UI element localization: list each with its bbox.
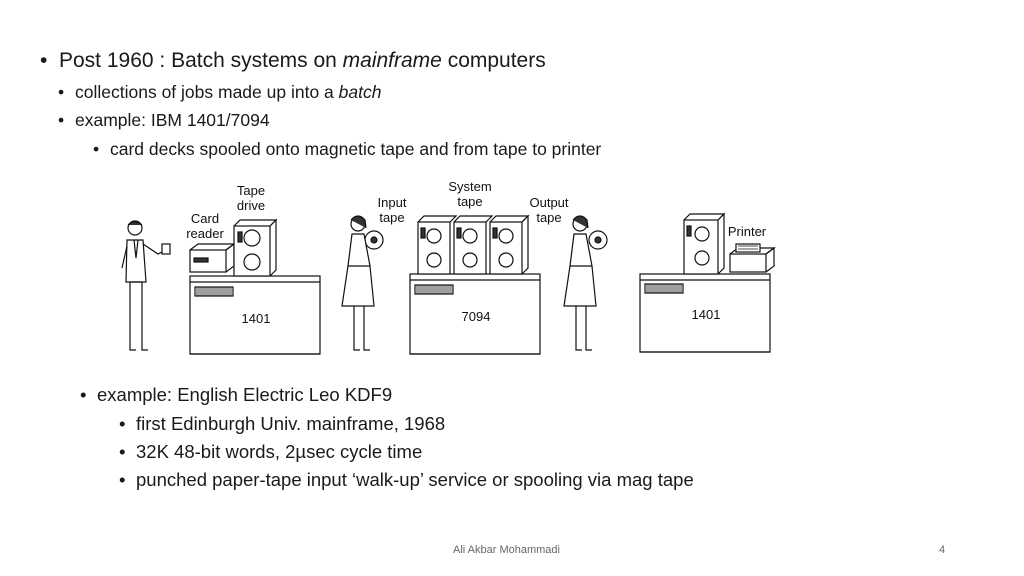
bullet-marker: • [40,49,48,72]
operator-figure-output [563,215,608,351]
bullet-text: card decks spooled onto magnetic tape an… [110,139,602,159]
bullet-emphasis: mainframe [342,49,442,72]
card-reader-device [189,242,236,273]
machine-1401-right [639,273,771,353]
bullet-card-decks: • card decks spooled onto magnetic tape … [93,139,602,160]
printer-device [729,243,776,273]
bullet-kdf9-example: • example: English Electric Leo KDF9 [80,384,393,406]
bullet-collections: • collections of jobs made up into a bat… [58,82,382,103]
label-printer: Printer [728,224,767,239]
label-machine-left: 1401 [242,311,271,326]
tape-drive-input [417,215,458,275]
bullet-emphasis: batch [338,82,382,102]
bullet-edinburgh: • first Edinburgh Univ. mainframe, 1968 [119,413,446,435]
label-card-reader-line2: reader [186,226,224,241]
bullet-text: punched paper-tape input ‘walk-up’ servi… [136,469,694,490]
label-card-reader-line1: Card [191,211,219,226]
bullet-word-size: • 32K 48-bit words, 2µsec cycle time [119,441,423,463]
machine-1401-left [189,275,321,355]
bullet-marker: • [119,413,126,434]
tape-drive-right [683,212,726,275]
bullet-text: 32K 48-bit words, 2 [136,441,296,462]
operator-figure-man [121,220,171,351]
bullet-marker: • [119,441,126,462]
bullet-text: computers [441,49,546,72]
label-input-tape-line1: Input [378,195,407,210]
label-system-tape-line1: System [448,179,491,194]
tape-drive-system [453,215,494,275]
tape-drive-output [489,214,530,275]
bullet-text: first Edinburgh Univ. mainframe, 1968 [136,413,446,434]
label-output-tape-line1: Output [529,195,568,210]
bullet-marker: • [58,82,65,102]
label-machine-right: 1401 [692,307,721,322]
label-tape-drive-line1: Tape [237,183,265,198]
batch-system-diagram: Card reader Tape drive Input tape System… [121,179,776,355]
micro-symbol: µ [295,441,307,462]
bullet-text: example: IBM 1401/7094 [75,110,270,130]
bullet-marker: • [93,139,100,159]
bullet-marker: • [80,384,87,405]
bullet-marker: • [119,469,126,490]
bullet-batch-systems: • Post 1960 : Batch systems on mainframe… [40,49,546,73]
bullet-text: example: English Electric Leo KDF9 [97,384,393,405]
bullet-text: collections of jobs made up into a [75,82,339,102]
bullet-paper-tape: • punched paper-tape input ‘walk-up’ ser… [119,469,694,491]
machine-7094-center [409,273,541,355]
bullet-ibm-example: • example: IBM 1401/7094 [58,110,270,131]
footer-author: Ali Akbar Mohammadi [453,544,560,556]
label-tape-drive-line2: drive [237,198,265,213]
bullet-marker: • [58,110,65,130]
tape-drive-left [233,218,278,277]
bullet-text: sec cycle time [306,441,423,462]
bullet-text: Post 1960 : Batch systems on [59,49,343,72]
label-system-tape-line2: tape [457,194,482,209]
slide-number: 4 [939,544,946,556]
operator-figure-input [341,215,384,351]
label-machine-center: 7094 [462,309,491,324]
label-output-tape-line2: tape [536,210,561,225]
label-input-tape-line2: tape [379,210,404,225]
